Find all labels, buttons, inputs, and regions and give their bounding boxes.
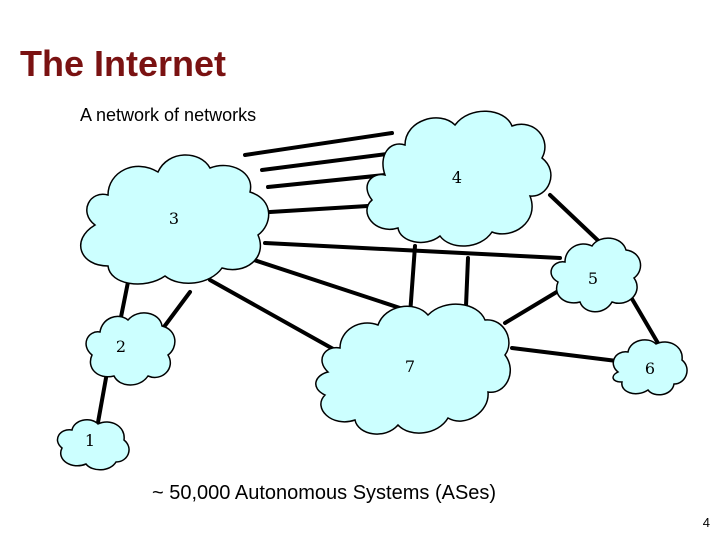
node-2-label: 2 <box>116 337 126 356</box>
link-3-4-c <box>266 173 387 189</box>
node-7-label: 7 <box>405 357 415 376</box>
slide-subtitle: A network of networks <box>80 105 257 125</box>
link-5-7 <box>503 288 562 325</box>
cloud-node-4: 4 <box>366 110 552 247</box>
slide-title: The Internet <box>20 43 227 84</box>
link-1-2 <box>95 376 108 430</box>
link-2-3-a <box>118 280 130 324</box>
link-4-7-a <box>408 244 417 317</box>
cloud-node-1: 1 <box>56 418 130 471</box>
link-3-4-a <box>243 131 394 157</box>
cloud-node-6: 6 <box>612 339 688 396</box>
node-6-label: 6 <box>645 359 655 378</box>
node-5-label: 5 <box>588 269 598 288</box>
node-3-label: 3 <box>169 209 179 228</box>
cloud-node-2: 2 <box>85 312 176 386</box>
slide-caption: ~ 50,000 Autonomous Systems (ASes) <box>152 482 497 504</box>
cloud-node-3: 3 <box>79 154 270 285</box>
link-3-7-a <box>246 256 402 310</box>
link-3-5 <box>263 241 562 260</box>
link-3-4-d <box>268 203 387 214</box>
node-4-label: 4 <box>452 168 462 187</box>
page-number: 4 <box>702 515 710 530</box>
cloud-node-7: 7 <box>315 303 511 435</box>
link-4-7-b <box>464 256 470 308</box>
link-5-6 <box>626 290 664 352</box>
link-4-6 <box>510 346 627 364</box>
link-3-7-b <box>208 278 337 352</box>
link-3-4-b <box>260 151 397 172</box>
node-1-label: 1 <box>85 431 95 450</box>
cloud-node-5: 5 <box>550 237 642 313</box>
